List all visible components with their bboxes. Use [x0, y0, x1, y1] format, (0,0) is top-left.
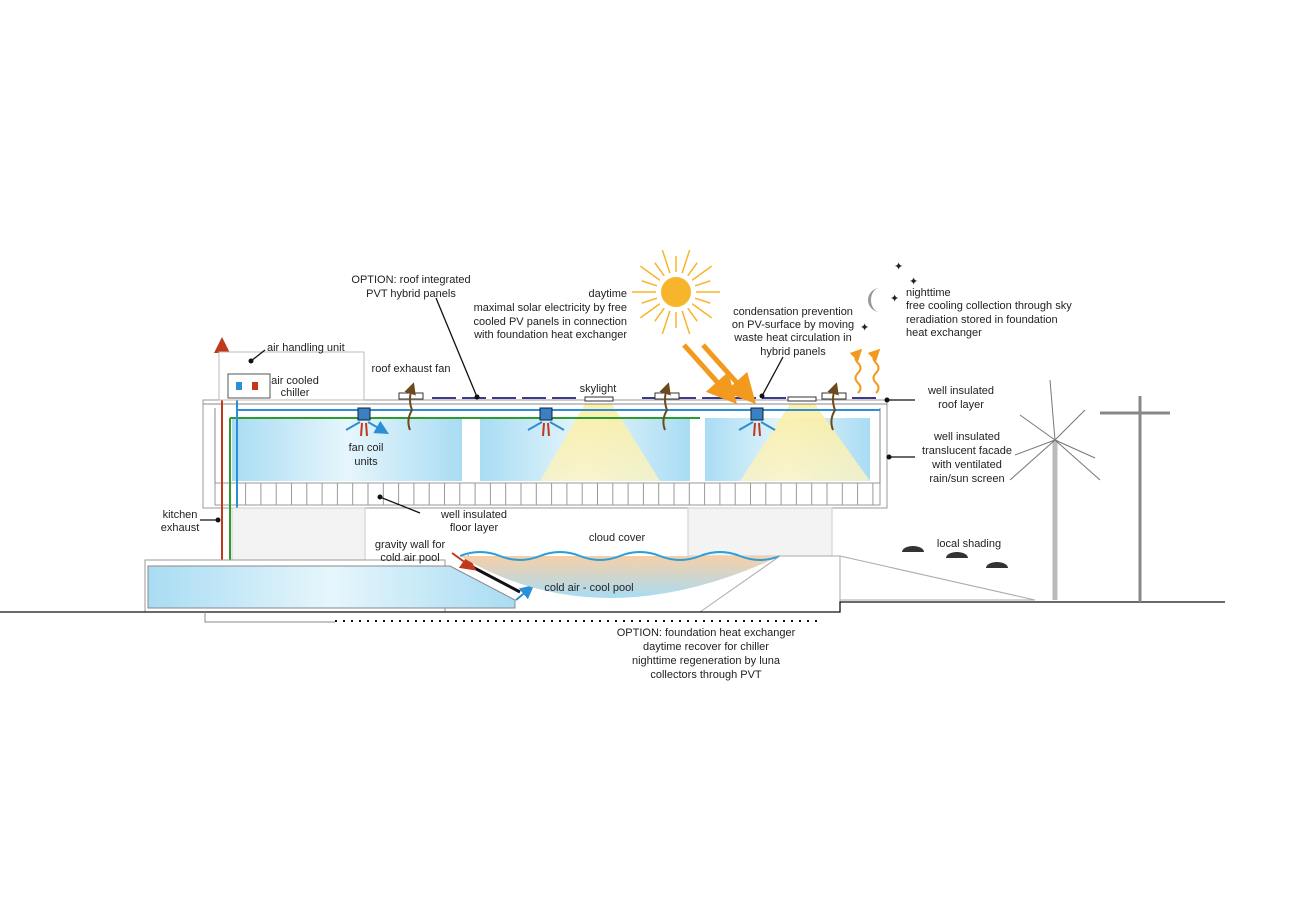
- sun-ray: [681, 249, 691, 274]
- sun-ray: [691, 265, 713, 281]
- cloud-cover-label: cloud cover: [589, 532, 646, 544]
- sun-ray: [639, 265, 661, 281]
- palm-tree: [1009, 379, 1101, 600]
- sun-ray: [681, 310, 691, 335]
- fan-coil-units: [345, 407, 776, 436]
- skylight-light-cone: [740, 404, 870, 481]
- cloud-cover-water: [459, 551, 781, 561]
- ahu-label: air handling unit: [267, 342, 345, 354]
- sun-ray: [687, 262, 698, 277]
- leader-dots: [215, 358, 892, 523]
- cool-pool-label: cold air - cool pool: [544, 582, 633, 594]
- sun-ray: [639, 303, 661, 319]
- star-icons: ✦ ✦ ✦ ✦: [860, 261, 918, 334]
- floor-layer-cells: [214, 483, 874, 505]
- svg-text:✦: ✦: [909, 276, 918, 288]
- pylon: [231, 507, 366, 561]
- exhaust-air-arrow: [659, 382, 671, 431]
- sky-reradiation-arrow: [849, 348, 863, 394]
- moon-icon: [868, 288, 880, 312]
- exhaust-air-arrow: [827, 382, 839, 431]
- sun-icon: [632, 249, 720, 335]
- solar-radiation-arrow: [701, 343, 757, 405]
- sun-ray: [654, 262, 665, 277]
- sun-ray: [661, 310, 671, 335]
- exhaust-fan-icon: [654, 392, 680, 400]
- sky-reradiation-arrow: [867, 348, 881, 394]
- svg-text:✦: ✦: [860, 322, 869, 334]
- skylight-icon: [584, 396, 614, 402]
- sun-ray: [691, 303, 713, 319]
- svg-text:✦: ✦: [894, 261, 903, 273]
- sun-ray: [641, 297, 658, 304]
- skylight-icon: [787, 396, 817, 402]
- cool-pool: [460, 556, 780, 598]
- sun-ray: [641, 280, 658, 287]
- sun-ray: [694, 280, 711, 287]
- sun-ray: [687, 307, 698, 322]
- umbrella-icons: [902, 546, 1008, 568]
- skylight-light-cone: [540, 404, 660, 481]
- skylight-label: skylight: [580, 383, 617, 395]
- exhaust-fan-label: roof exhaust fan: [372, 363, 451, 375]
- local-shading-label: local shading: [937, 538, 1001, 550]
- solar-radiation-arrow: [682, 343, 738, 405]
- exhaust-air-arrow: [404, 382, 416, 431]
- pylon: [687, 507, 833, 557]
- svg-text:✦: ✦: [890, 293, 899, 305]
- sun-ray: [654, 307, 665, 322]
- sun-ray: [694, 297, 711, 304]
- leader-lines: [200, 297, 915, 521]
- chiller-icon: [227, 373, 271, 399]
- sun-ray: [661, 249, 671, 274]
- pergola: [1100, 396, 1170, 602]
